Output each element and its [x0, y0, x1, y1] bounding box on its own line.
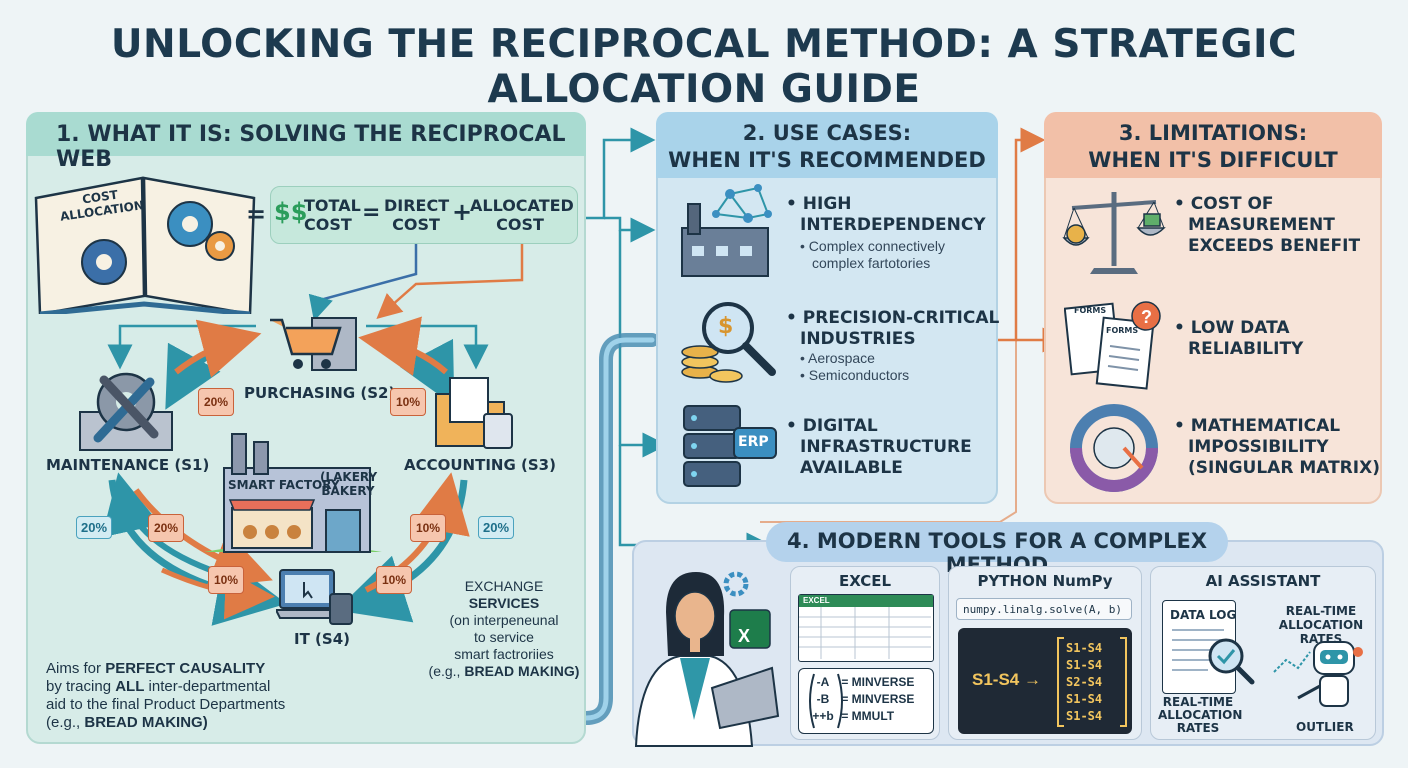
numpy-code: numpy.linalg.solve(A, b) [956, 598, 1132, 620]
spreadsheet-grid [799, 607, 931, 659]
shopping-cart-icon [270, 317, 357, 371]
computer-icon [276, 569, 353, 625]
limitation-low-data: • LOW DATA RELIABILITY [1174, 318, 1304, 359]
percent-badge: 20% [478, 516, 515, 539]
balance-scale-icon [1062, 192, 1166, 274]
solution-brackets [1057, 637, 1127, 727]
equation-equals-2: = [362, 200, 381, 225]
usecase-sub: • Complex connectively complex fartotori… [800, 238, 945, 271]
excel-title: EXCEL [838, 572, 892, 590]
rates-top: REAL-TIME ALLOCATION RATES [1278, 604, 1364, 646]
outlier-label: OUTLIER [1296, 720, 1354, 734]
section1-heading: 1. WHAT IT IS: SOLVING THE RECIPROCAL WE… [26, 112, 586, 172]
robot-assistant-icon [1273, 641, 1363, 707]
section3-heading: 3. LIMITATIONS: WHEN IT'S DIFFICULT [1044, 112, 1382, 178]
forms-question-icon: ? [1064, 301, 1161, 390]
excel-spreadsheet: EXCEL [798, 594, 934, 662]
python-title: PYTHON NumPy [977, 572, 1113, 590]
cost-allocation-book-icon [34, 176, 256, 314]
arrow-to-section3 [998, 127, 1046, 342]
allocated-cost-label: ALLOCATED COST [470, 196, 574, 234]
numpy-lhs: S1-S4 → [972, 670, 1041, 689]
aims-description: Aims for PERFECT CAUSALITY by tracing AL… [46, 660, 286, 731]
total-cost-label: TOTAL COST [304, 196, 361, 234]
percent-tag: 10% [390, 388, 426, 416]
factory-sign: SMART FACTORY [228, 478, 340, 492]
usecase-title: • DIGITAL INFRASTRUCTURE AVAILABLE [786, 416, 972, 478]
wrench-gear-icon [79, 372, 173, 451]
forms-label: FORMS [1106, 326, 1139, 335]
percent-tag: 10% [410, 514, 446, 542]
equation-plus: + [452, 198, 473, 226]
erp-server-icon [683, 405, 777, 487]
limitation-math: • MATHEMATICAL IMPOSSIBILITY (SINGULAR M… [1174, 416, 1380, 478]
arrow-to-item1 [604, 216, 656, 243]
python-output-panel [958, 628, 1132, 734]
usecase-sub: • Aerospace • Semiconductors [800, 350, 910, 383]
exchange-services-note: EXCHANGE SERVICES (on interpeneunal to s… [428, 578, 580, 679]
formula-list: -A = MINVERSE -B = MINVERSE ++b = MMULT [812, 675, 915, 723]
section2-heading: 2. USE CASES: WHEN IT'S RECOMMENDED [656, 112, 998, 178]
usecase-title: • HIGH INTERDEPENDENCY [786, 194, 986, 235]
rates-bottom: REAL-TIME ALLOCATION RATES [1158, 695, 1243, 735]
dollar-icon: $ [718, 314, 734, 339]
magnifier-check-icon [1172, 629, 1255, 685]
factory-network-icon [681, 184, 772, 277]
direct-cost-label: DIRECT COST [384, 196, 450, 234]
bakery-sign: (LAKERY BAKERY [320, 470, 378, 498]
arrow-to-section2 [578, 127, 656, 220]
erp-label: ERP [738, 434, 769, 450]
section4-heading: 4. MODERN TOOLS FOR A COMPLEX METHOD [766, 522, 1228, 577]
page-title: UNLOCKING THE RECIPROCAL METHOD: A STRAT… [110, 22, 1298, 112]
equation-equals: = [246, 200, 267, 228]
usecase-title: • PRECISION-CRITICAL INDUSTRIES [786, 308, 1000, 349]
percent-tag: 20% [148, 514, 184, 542]
ai-title: AI ASSISTANT [1205, 572, 1321, 590]
percent-tag: 20% [198, 388, 234, 416]
limitation-cost-measurement: • COST OF MEASUREMENT EXCEEDS BENEFIT [1174, 194, 1361, 256]
percent-badge: 20% [76, 516, 113, 539]
matrix-brackets [809, 673, 843, 729]
svg-text:?: ? [1141, 307, 1152, 327]
node-purchasing[interactable]: PURCHASING (S2) [244, 384, 396, 402]
scientist-with-laptop-icon: X [634, 571, 780, 747]
magnifier-coins-icon [681, 302, 776, 383]
broken-cycle-icon [1070, 404, 1158, 492]
node-maintenance[interactable]: MAINTENANCE (S1) [46, 456, 210, 474]
smart-factory-icon [204, 433, 382, 553]
excel-formulas [798, 668, 934, 734]
currency-sign: $$ [274, 198, 308, 226]
percent-tag: 10% [208, 566, 244, 594]
percent-tag: 10% [376, 566, 412, 594]
numpy-result-vector: S1-S4 S1-S4 S2-S4 S1-S4 S1-S4 [1066, 641, 1103, 723]
equation-box [270, 186, 578, 244]
node-accounting[interactable]: ACCOUNTING (S3) [404, 456, 556, 474]
svg-text:X: X [738, 626, 750, 646]
accounting-folder-icon [435, 377, 513, 449]
node-it[interactable]: IT (S4) [294, 630, 350, 648]
data-log-label: DATA LOG [1170, 608, 1237, 622]
forms-label: FORMS [1074, 306, 1107, 315]
excel-sheet-title: EXCEL [799, 595, 933, 607]
